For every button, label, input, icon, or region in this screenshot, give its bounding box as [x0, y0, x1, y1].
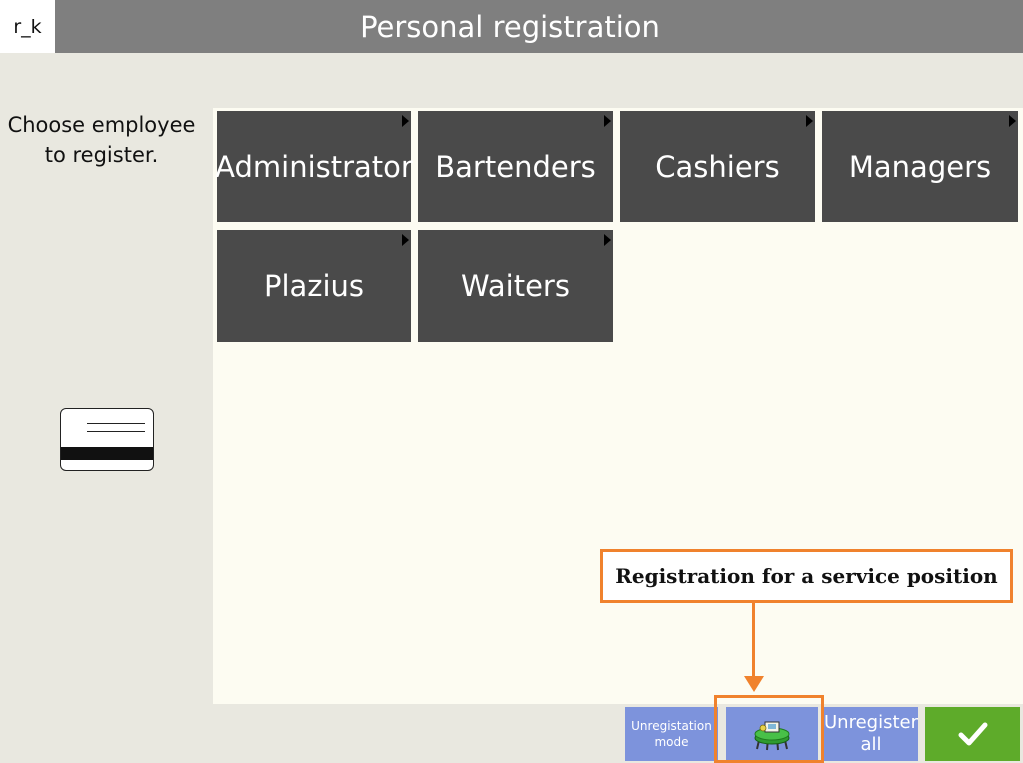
unregistration-mode-button[interactable]: Unregistation mode	[625, 707, 718, 761]
group-button-cashiers[interactable]: Cashiers	[620, 111, 815, 222]
instruction-text: Choose employee to register.	[0, 110, 203, 170]
group-label: Waiters	[461, 269, 570, 303]
confirm-button[interactable]	[925, 707, 1020, 761]
group-label: Administrator	[215, 149, 413, 184]
service-position-registration-button[interactable]	[726, 707, 818, 761]
group-button-plazius[interactable]: Plazius	[217, 230, 411, 342]
annotation-arrow-line	[752, 603, 755, 685]
submenu-arrow-icon	[402, 234, 409, 246]
group-button-waiters[interactable]: Waiters	[418, 230, 613, 342]
title-bar: r_k Personal registration	[0, 0, 1023, 53]
page-title: Personal registration	[360, 9, 660, 44]
annotation-arrow-icon	[744, 676, 764, 692]
card-line	[87, 431, 145, 432]
group-label: Managers	[848, 149, 992, 184]
unregister-all-button[interactable]: Unregister all	[824, 707, 918, 761]
annotation-callout: Registration for a service position	[600, 549, 1013, 603]
service-station-icon	[754, 721, 790, 751]
card-magnetic-stripe	[61, 447, 153, 460]
submenu-arrow-icon	[604, 115, 611, 127]
group-label: Cashiers	[655, 149, 780, 184]
annotation-highlight-box	[714, 695, 824, 763]
group-button-administrator[interactable]: Administrator	[215, 111, 413, 222]
group-button-managers[interactable]: Managers	[822, 111, 1018, 222]
submenu-arrow-icon	[604, 234, 611, 246]
instruction-line-2: to register.	[44, 143, 159, 167]
instruction-line-1: Choose employee	[7, 113, 196, 137]
submenu-arrow-icon	[806, 115, 813, 127]
button-label-line-1: Unregister	[824, 712, 918, 733]
group-button-bartenders[interactable]: Bartenders	[418, 111, 613, 222]
group-label: Plazius	[263, 269, 365, 303]
submenu-arrow-icon	[402, 115, 409, 127]
button-label-line-1: Unregistation	[631, 719, 712, 733]
checkmark-icon	[958, 722, 987, 746]
app-logo: r_k	[0, 0, 55, 53]
button-label-line-2: all	[860, 734, 882, 755]
submenu-arrow-icon	[1009, 115, 1016, 127]
button-label-line-2: mode	[654, 735, 689, 749]
card-line	[87, 423, 145, 424]
card-reader-icon[interactable]	[60, 408, 154, 471]
group-label: Bartenders	[435, 149, 596, 184]
